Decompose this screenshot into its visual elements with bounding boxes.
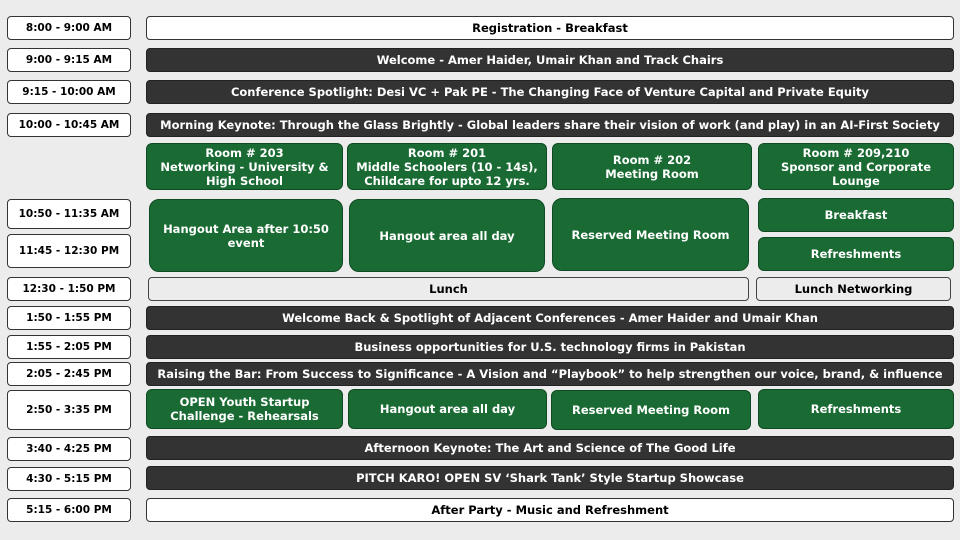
time-slot: 4:30 - 5:15 PM	[7, 467, 131, 491]
time-slot: 10:00 - 10:45 AM	[7, 113, 131, 137]
time-slot: 3:40 - 4:25 PM	[7, 437, 131, 461]
track-refreshments-afternoon: Refreshments	[758, 389, 954, 429]
time-slot: 12:30 - 1:50 PM	[7, 277, 131, 301]
session-after-party: After Party - Music and Refreshment	[146, 498, 954, 522]
session-spotlight: Conference Spotlight: Desi VC + Pak PE -…	[146, 80, 954, 104]
time-slot: 10:50 - 11:35 AM	[7, 199, 131, 229]
track-hangout-all-morning: Hangout area all day	[349, 199, 545, 272]
session-afternoon-keynote: Afternoon Keynote: The Art and Science o…	[146, 436, 954, 460]
session-lunch: Lunch	[148, 277, 749, 301]
session-lunch-networking: Lunch Networking	[756, 277, 951, 301]
room-201-header: Room # 201 Middle Schoolers (10 - 14s), …	[347, 143, 547, 190]
room-209-210-header: Room # 209,210 Sponsor and Corporate Lou…	[758, 143, 954, 190]
time-slot: 1:50 - 1:55 PM	[7, 306, 131, 330]
time-slot: 5:15 - 6:00 PM	[7, 498, 131, 522]
session-raising-bar: Raising the Bar: From Success to Signifi…	[146, 362, 954, 386]
time-slot: 11:45 - 12:30 PM	[7, 234, 131, 268]
track-hangout-after: Hangout Area after 10:50 event	[149, 199, 343, 272]
time-slot: 9:00 - 9:15 AM	[7, 48, 131, 72]
track-reserved-afternoon: Reserved Meeting Room	[551, 390, 751, 430]
time-slot: 2:50 - 3:35 PM	[7, 390, 131, 430]
time-slot: 8:00 - 9:00 AM	[7, 16, 131, 40]
track-hangout-all-afternoon: Hangout area all day	[348, 389, 547, 429]
session-welcome: Welcome - Amer Haider, Umair Khan and Tr…	[146, 48, 954, 72]
time-slot: 1:55 - 2:05 PM	[7, 335, 131, 359]
session-welcome-back: Welcome Back & Spotlight of Adjacent Con…	[146, 306, 954, 330]
room-203-header: Room # 203 Networking - University & Hig…	[146, 143, 343, 190]
session-registration: Registration - Breakfast	[146, 16, 954, 40]
track-reserved-morning: Reserved Meeting Room	[552, 198, 749, 271]
time-slot: 9:15 - 10:00 AM	[7, 80, 131, 104]
time-slot: 2:05 - 2:45 PM	[7, 362, 131, 386]
session-business: Business opportunities for U.S. technolo…	[146, 335, 954, 359]
track-refreshments-morning: Refreshments	[758, 237, 954, 271]
session-morning-keynote: Morning Keynote: Through the Glass Brigh…	[146, 113, 954, 137]
track-open-youth: OPEN Youth Startup Challenge - Rehearsal…	[146, 389, 343, 429]
room-202-header: Room # 202 Meeting Room	[552, 143, 752, 190]
session-pitch-karo: PITCH KARO! OPEN SV ‘Shark Tank’ Style S…	[146, 466, 954, 490]
track-breakfast: Breakfast	[758, 198, 954, 232]
